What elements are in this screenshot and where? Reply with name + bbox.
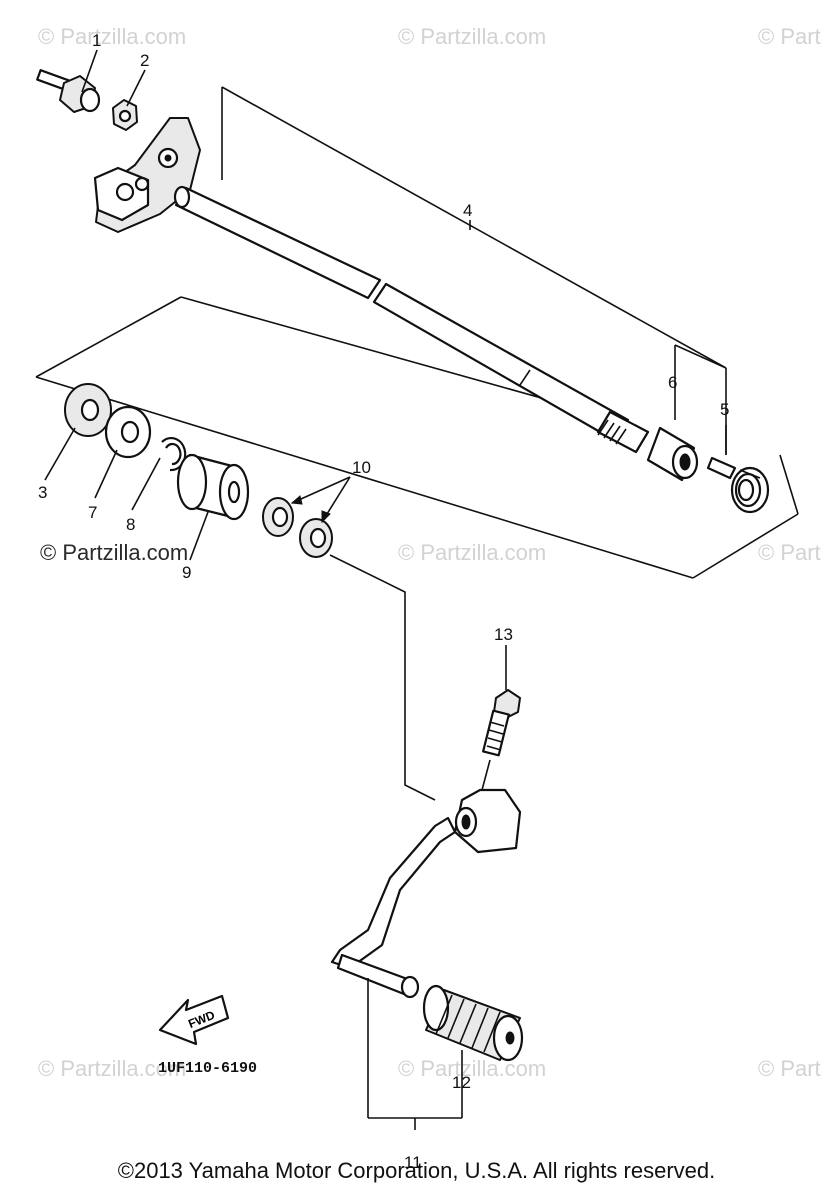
leader-line	[189, 511, 209, 561]
leader-line	[481, 759, 491, 791]
washer-part-3	[64, 383, 112, 437]
watermark: © Partzilla.com	[38, 1056, 186, 1081]
watermark: © Partzilla.com	[398, 540, 546, 565]
fwd-arrow-icon: FWD	[158, 994, 230, 1046]
bolt-part-1	[36, 69, 101, 113]
spring-part-5	[706, 456, 770, 514]
callout-1: 1	[92, 31, 101, 50]
callout-8: 8	[126, 515, 135, 534]
leader-arrowhead	[290, 495, 303, 505]
callout-11: 11	[404, 1153, 422, 1172]
pedal-bolt-part-13	[482, 689, 521, 757]
leader-line	[291, 476, 351, 504]
copyright-notice: ©2013 Yamaha Motor Corporation, U.S.A. A…	[117, 1158, 716, 1183]
bottom-bracket	[367, 978, 463, 1130]
assembly-bracket-top	[221, 86, 727, 455]
watermark: © Part	[758, 1056, 821, 1081]
watermark: © Partzilla.com	[398, 24, 546, 49]
bushing-part-9	[176, 453, 250, 521]
callout-2: 2	[140, 51, 149, 70]
leader-line	[81, 49, 98, 93]
connection-line	[329, 554, 436, 801]
callout-13: 13	[494, 625, 513, 644]
watermark: © Partzilla.com	[398, 1056, 546, 1081]
watermark: © Partzilla.com	[38, 24, 186, 49]
callout-10: 10	[352, 458, 371, 477]
leader-line	[131, 457, 161, 511]
leader-line	[94, 449, 118, 499]
watermark: © Partzilla.com	[40, 540, 188, 565]
callout-6: 6	[668, 373, 677, 392]
oil-seal-part-10	[262, 497, 333, 558]
leader-line	[674, 344, 727, 369]
callout-3: 3	[38, 483, 47, 502]
circlip-part-8	[161, 437, 187, 472]
leader-arrowhead	[321, 510, 331, 524]
callout-4: 4	[463, 201, 472, 220]
leader-line	[44, 427, 76, 481]
watermark: © Part	[758, 24, 821, 49]
watermark: © Part	[758, 540, 821, 565]
shift-pedal-part-11	[330, 788, 522, 999]
pedal-rubber-part-12	[422, 984, 524, 1062]
nut-part-2	[112, 99, 138, 131]
washer-part-7	[104, 405, 152, 459]
diagram-code: 1UF110-6190	[158, 1060, 257, 1077]
callout-5: 5	[720, 400, 729, 419]
shift-arm	[93, 117, 201, 233]
callout-12: 12	[452, 1073, 471, 1092]
callout-7: 7	[88, 503, 97, 522]
callout-9: 9	[182, 563, 191, 582]
shift-shaft-part-4	[173, 185, 650, 454]
leader-line	[126, 69, 146, 107]
collar-part-6	[646, 426, 699, 482]
